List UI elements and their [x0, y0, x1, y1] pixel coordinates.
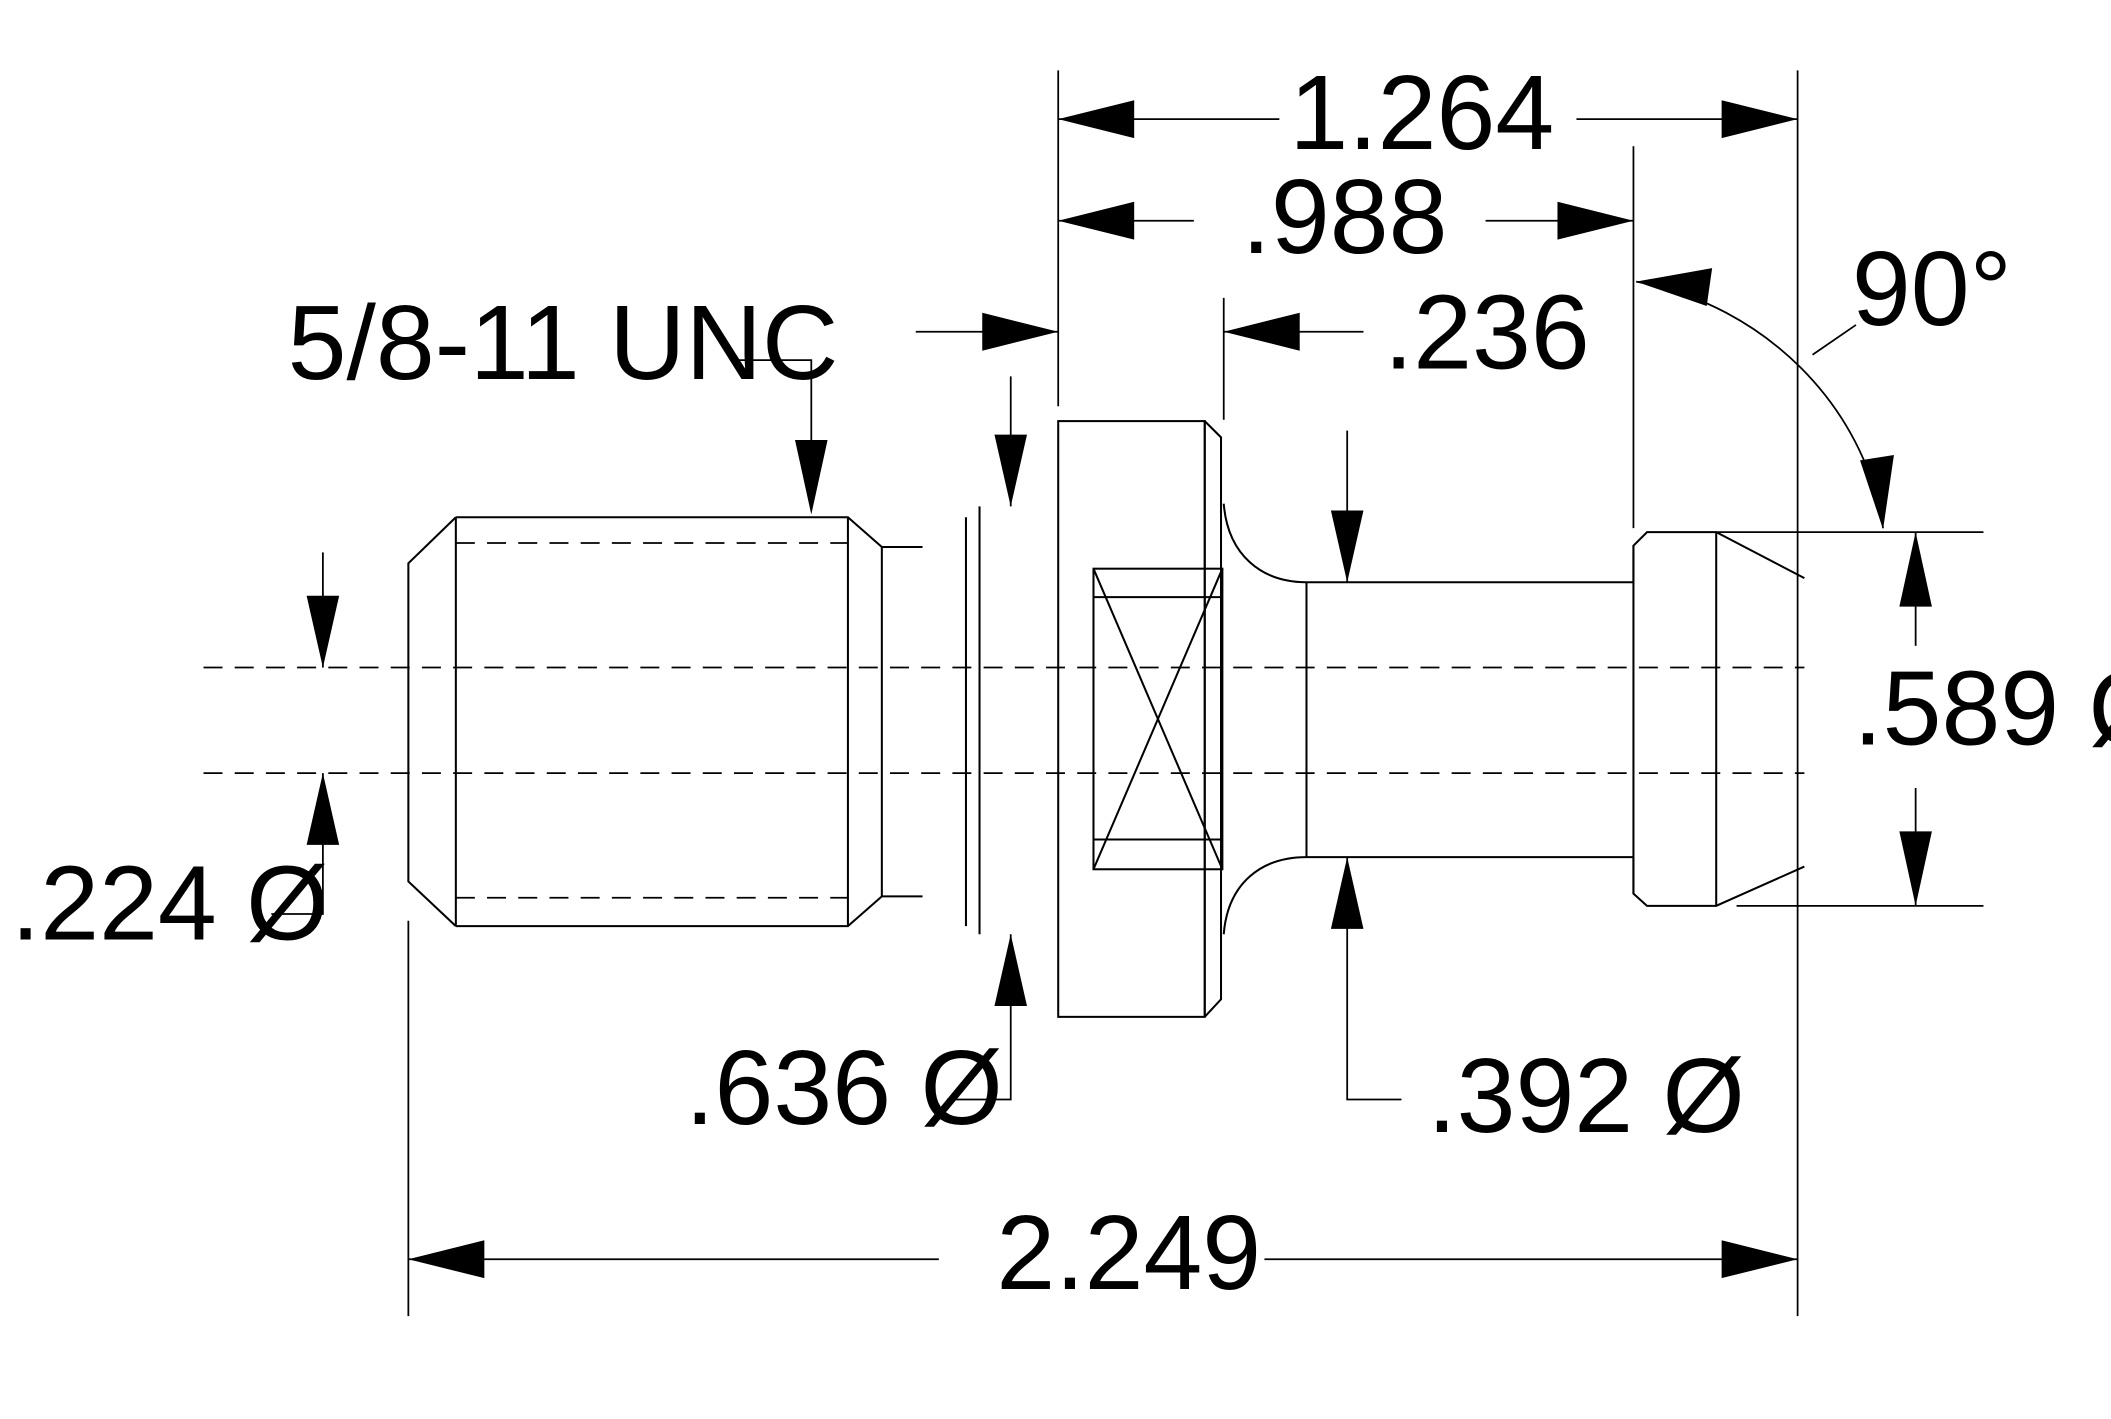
thread-chamfer-left [407, 516, 457, 927]
dim-flange-width: .236 [915, 273, 1590, 391]
part-outline [407, 420, 1805, 1018]
thread-callout: 5/8-11 UNC [288, 284, 839, 515]
flange-outline [1057, 420, 1206, 1018]
hidden-lines [203, 542, 1805, 899]
thread-label: 5/8-11 UNC [288, 284, 839, 402]
dim-label-2249: 2.249 [996, 1194, 1261, 1312]
dim-overall-length: 2.249 [408, 1194, 1798, 1312]
dim-angle: 90° [1636, 230, 2012, 530]
dim-bore-dia: .224 Ø [11, 552, 340, 963]
dim-label-988: .988 [1242, 158, 1448, 276]
dim-label-236: .236 [1384, 273, 1590, 391]
extension-lines [407, 70, 1984, 1317]
head-outline [1632, 531, 1805, 583]
dim-flange-to-end: 1.264 [1058, 54, 1798, 172]
dim-label-angle: 90° [1852, 230, 2012, 348]
dim-head-dia: .589 Ø [1853, 532, 2111, 906]
dim-label-392: .392 Ø [1427, 1037, 1745, 1155]
dim-label-636: .636 Ø [685, 1029, 1003, 1147]
wrench-flat [1092, 567, 1224, 871]
dim-label-589: .589 Ø [1853, 650, 2111, 768]
dim-label-224: .224 Ø [11, 845, 329, 963]
dim-neck-dia: .636 Ø [685, 376, 1028, 1147]
dim-flange-to-head: .988 [1058, 158, 1634, 276]
thread-outline [455, 516, 923, 549]
dim-shank-dia: .392 Ø [1330, 430, 1745, 1155]
dim-label-1264: 1.264 [1289, 54, 1554, 172]
